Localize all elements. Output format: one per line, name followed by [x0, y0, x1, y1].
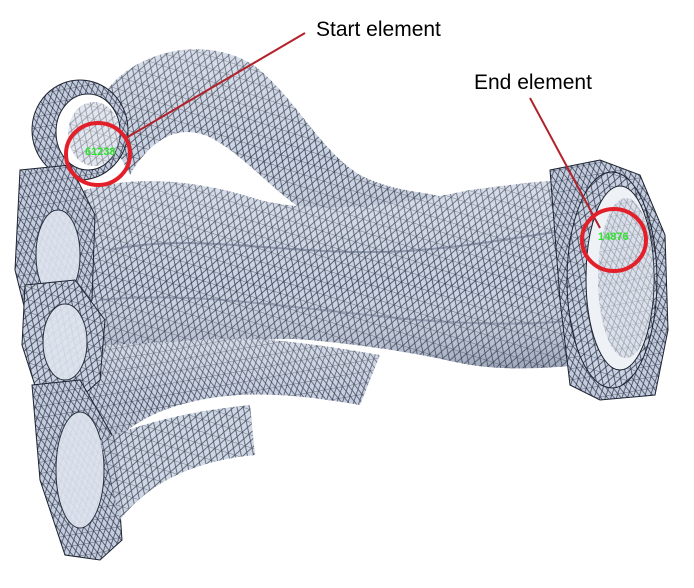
start-leader-line	[125, 32, 306, 139]
top-runner-pipe	[95, 49, 450, 250]
end-element-highlight-ring	[580, 207, 648, 273]
start-element-highlight-ring	[64, 121, 132, 187]
lower-runner-pipe	[60, 338, 380, 460]
end-element-id: 14876	[598, 231, 629, 243]
start-element-label: Start element	[316, 18, 441, 41]
left-flange-middle	[21, 279, 106, 401]
end-leader-line	[529, 97, 601, 229]
start-element-id: 61238	[85, 146, 116, 158]
collector-body	[60, 180, 585, 370]
left-flange-lower	[31, 379, 255, 561]
end-element-label: End element	[474, 71, 592, 94]
outlet-flange	[549, 159, 669, 401]
